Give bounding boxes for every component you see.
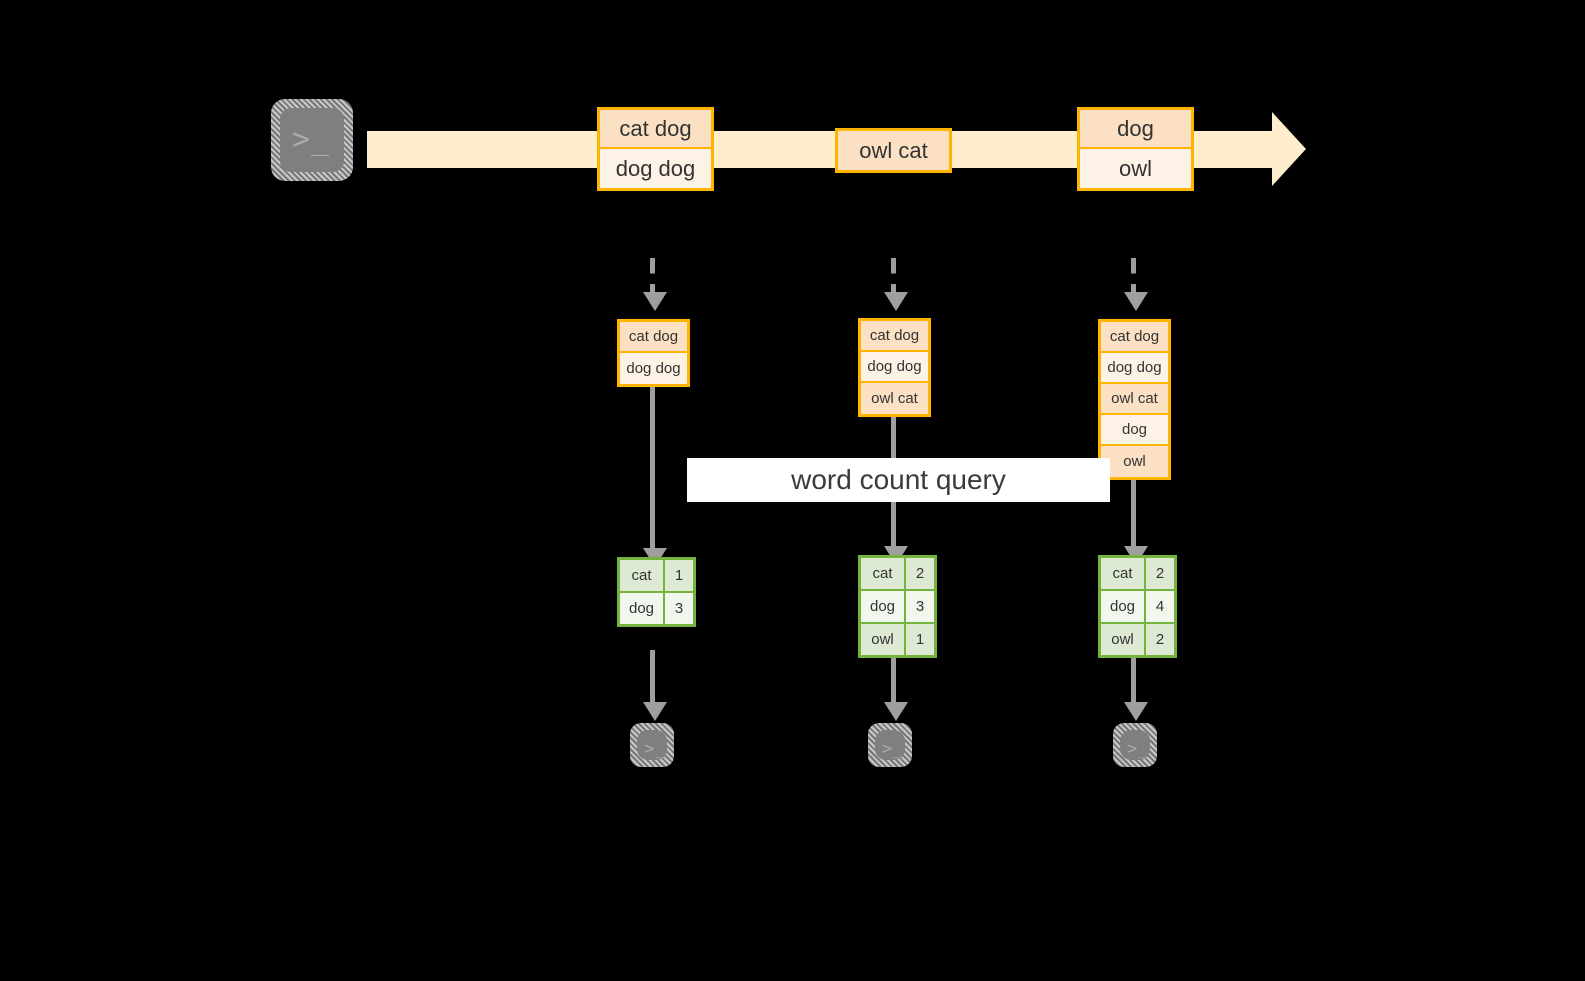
terminal-screen bbox=[280, 108, 344, 172]
stream-arrow-head-icon bbox=[1272, 112, 1306, 186]
snapshot-to-result-connector bbox=[1131, 474, 1136, 564]
snapshot-row: cat dog bbox=[620, 322, 687, 353]
snapshot-row: dog dog bbox=[620, 353, 687, 384]
table-row: owl 1 bbox=[861, 624, 934, 655]
result-word: cat bbox=[1101, 558, 1146, 589]
snapshot-stack: cat dog dog dog owl cat dog owl bbox=[1098, 319, 1171, 480]
sink-terminal-icon: >_ bbox=[630, 723, 674, 767]
table-row: dog 3 bbox=[861, 591, 934, 624]
arrow-head-icon bbox=[884, 702, 908, 721]
arrow-head-icon bbox=[643, 702, 667, 721]
snapshot-row: dog bbox=[1101, 415, 1168, 446]
stream-event-row: dog dog bbox=[600, 149, 711, 188]
snapshot-row: cat dog bbox=[861, 321, 928, 352]
snapshot-row: owl cat bbox=[1101, 384, 1168, 415]
snapshot-row: owl cat bbox=[861, 383, 928, 414]
table-row: dog 4 bbox=[1101, 591, 1174, 624]
arrow-head-icon bbox=[884, 292, 908, 311]
result-count: 2 bbox=[1146, 624, 1174, 655]
result-count: 3 bbox=[665, 593, 693, 624]
source-terminal-icon: >_ bbox=[271, 99, 353, 181]
result-table: cat 2 dog 3 owl 1 bbox=[858, 555, 937, 658]
result-table: cat 2 dog 4 owl 2 bbox=[1098, 555, 1177, 658]
result-count: 2 bbox=[906, 558, 934, 589]
arrow-head-icon bbox=[1124, 292, 1148, 311]
arrow-head-icon bbox=[643, 292, 667, 311]
stream-event-row: cat dog bbox=[600, 110, 711, 149]
stream-event-box: owl cat bbox=[835, 128, 952, 173]
result-word: dog bbox=[620, 593, 665, 624]
terminal-prompt-glyph: >_ bbox=[1127, 739, 1150, 759]
result-word: dog bbox=[1101, 591, 1146, 622]
table-row: cat 1 bbox=[620, 560, 693, 593]
stream-to-snapshot-connector bbox=[1131, 258, 1136, 294]
stream-event-row: dog bbox=[1080, 110, 1191, 149]
result-table: cat 1 dog 3 bbox=[617, 557, 696, 627]
result-to-sink-connector bbox=[650, 650, 655, 712]
stream-event-row: owl cat bbox=[838, 131, 949, 170]
sink-terminal-icon: >_ bbox=[868, 723, 912, 767]
snapshot-row: dog dog bbox=[861, 352, 928, 383]
result-word: dog bbox=[861, 591, 906, 622]
result-count: 2 bbox=[1146, 558, 1174, 589]
result-count: 1 bbox=[906, 624, 934, 655]
result-count: 1 bbox=[665, 560, 693, 591]
table-row: owl 2 bbox=[1101, 624, 1174, 655]
stream-to-snapshot-connector bbox=[891, 258, 896, 294]
result-to-sink-connector bbox=[1131, 650, 1136, 712]
result-word: owl bbox=[861, 624, 906, 655]
terminal-prompt-glyph: >_ bbox=[882, 739, 905, 759]
sink-terminal-icon: >_ bbox=[1113, 723, 1157, 767]
table-row: cat 2 bbox=[861, 558, 934, 591]
stream-event-box: dog owl bbox=[1077, 107, 1194, 191]
arrow-head-icon bbox=[1124, 702, 1148, 721]
stream-event-box: cat dog dog dog bbox=[597, 107, 714, 191]
stream-event-row: owl bbox=[1080, 149, 1191, 188]
terminal-screen bbox=[875, 730, 905, 760]
result-word: cat bbox=[861, 558, 906, 589]
query-label: word count query bbox=[687, 458, 1110, 502]
snapshot-row: dog dog bbox=[1101, 353, 1168, 384]
stream-to-snapshot-connector bbox=[650, 258, 655, 294]
table-row: dog 3 bbox=[620, 593, 693, 624]
result-count: 4 bbox=[1146, 591, 1174, 622]
terminal-screen bbox=[1120, 730, 1150, 760]
terminal-prompt-glyph: >_ bbox=[292, 122, 331, 157]
result-count: 3 bbox=[906, 591, 934, 622]
result-word: owl bbox=[1101, 624, 1146, 655]
terminal-prompt-glyph: >_ bbox=[644, 739, 667, 759]
terminal-screen bbox=[637, 730, 667, 760]
snapshot-stack: cat dog dog dog bbox=[617, 319, 690, 387]
snapshot-stack: cat dog dog dog owl cat bbox=[858, 318, 931, 417]
snapshot-row: owl bbox=[1101, 446, 1168, 477]
table-row: cat 2 bbox=[1101, 558, 1174, 591]
result-word: cat bbox=[620, 560, 665, 591]
snapshot-row: cat dog bbox=[1101, 322, 1168, 353]
result-to-sink-connector bbox=[891, 650, 896, 712]
snapshot-to-result-connector bbox=[650, 383, 655, 566]
